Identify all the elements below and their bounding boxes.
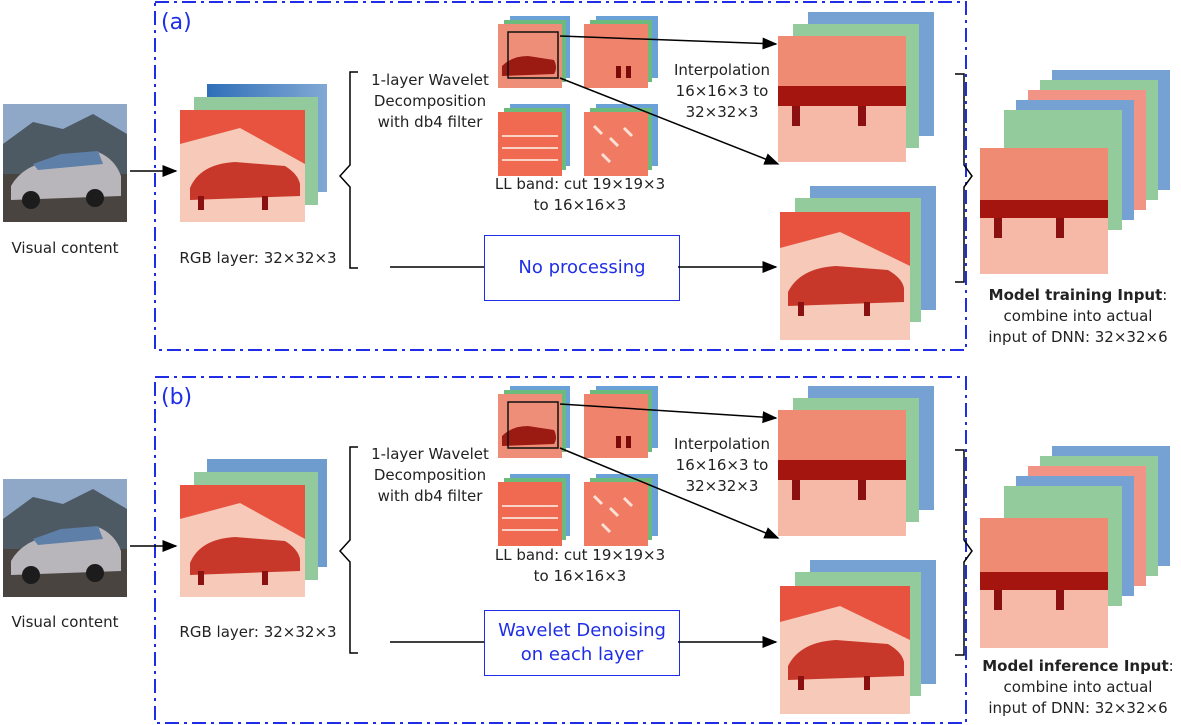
- brace-split: [338, 71, 358, 269]
- panel-b-visual-image: [3, 479, 127, 597]
- output-line-2: input of DNN: 32×32×6: [988, 328, 1168, 346]
- panel-a-visual-image: [3, 104, 127, 222]
- panel-a-direct-stack: [780, 186, 940, 341]
- panel-b-wavelet-caption: 1-layer Wavelet Decomposition with db4 f…: [360, 444, 500, 507]
- arrow-ll-to-interp-top: [559, 35, 778, 50]
- output-title: Model training Input: [988, 286, 1163, 304]
- ll-line-1: LL band: cut 19×19×3: [494, 546, 666, 564]
- panel-a-interp-stack: [778, 12, 938, 162]
- ll-line-2: to 16×16×3: [533, 196, 627, 214]
- panel-a-rgb-stack: [180, 84, 330, 224]
- panel-b-denoised-stack: [780, 560, 940, 715]
- interp-line-1: Interpolation: [674, 435, 770, 453]
- output-line-2: input of DNN: 32×32×6: [988, 699, 1168, 717]
- panel-a-output-caption: Model training Input: combine into actua…: [975, 285, 1181, 348]
- panel-a-output-stack: [980, 70, 1180, 280]
- panel-b-frame: [154, 376, 967, 724]
- panel-a-frame: [154, 1, 967, 351]
- panel-b-subbands: [498, 386, 668, 546]
- wavelet-line-3: with db4 filter: [377, 113, 483, 131]
- panel-a-ll-caption: LL band: cut 19×19×3 to 16×16×3: [480, 174, 680, 216]
- output-title: Model inference Input: [982, 657, 1169, 675]
- panel-b-label: (b): [161, 385, 193, 410]
- wavelet-line-1: 1-layer Wavelet: [371, 71, 489, 89]
- ll-line-2: to 16×16×3: [533, 567, 627, 585]
- wavelet-line-1: 1-layer Wavelet: [371, 445, 489, 463]
- panel-b-output-stack: [980, 446, 1180, 656]
- panel-a-wavelet-caption: 1-layer Wavelet Decomposition with db4 f…: [360, 70, 500, 133]
- arrow-ll-to-interp-bottom: [559, 77, 780, 165]
- panel-b-rgb-stack: [180, 459, 330, 599]
- interp-line-2: 16×16×3 to: [675, 456, 769, 474]
- panel-a-process-box: No processing: [484, 235, 680, 301]
- panel-a-visual-caption: Visual content: [11, 239, 119, 257]
- process-box-line-1: Wavelet Denoising: [498, 620, 666, 641]
- panel-b-interp-stack: [778, 386, 938, 536]
- output-line-1: combine into actual: [1003, 307, 1153, 325]
- ll-line-1: LL band: cut 19×19×3: [494, 175, 666, 193]
- panel-a-label: (a): [161, 10, 192, 35]
- panel-a-subbands: [498, 16, 668, 176]
- brace-split: [338, 446, 358, 654]
- interp-line-3: 32×32×3: [685, 477, 759, 495]
- brace-merge: [955, 73, 973, 283]
- panel-b-ll-caption: LL band: cut 19×19×3 to 16×16×3: [480, 545, 680, 587]
- panel-a-interp-caption: Interpolation 16×16×3 to 32×32×3: [664, 60, 780, 123]
- interp-line-2: 16×16×3 to: [675, 82, 769, 100]
- panel-b-interp-caption: Interpolation 16×16×3 to 32×32×3: [664, 434, 780, 497]
- process-box-line-1: No processing: [518, 257, 646, 278]
- brace-merge: [955, 449, 973, 656]
- panel-a-rgb-caption: RGB layer: 32×32×3: [179, 249, 337, 267]
- arrow-ll-to-interp-bottom: [559, 447, 780, 539]
- wavelet-line-2: Decomposition: [373, 466, 487, 484]
- wavelet-line-2: Decomposition: [373, 92, 487, 110]
- interp-line-3: 32×32×3: [685, 103, 759, 121]
- wavelet-line-3: with db4 filter: [377, 487, 483, 505]
- panel-b-visual-caption: Visual content: [11, 613, 119, 631]
- output-line-1: combine into actual: [1003, 678, 1153, 696]
- arrow-ll-to-interp-top: [559, 403, 778, 424]
- panel-b-output-caption: Model inference Input: combine into actu…: [975, 656, 1181, 719]
- interp-line-1: Interpolation: [674, 61, 770, 79]
- process-box-line-2: on each layer: [520, 644, 644, 665]
- panel-b-process-box: Wavelet Denoising on each layer: [484, 610, 680, 676]
- panel-b-rgb-caption: RGB layer: 32×32×3: [179, 623, 337, 641]
